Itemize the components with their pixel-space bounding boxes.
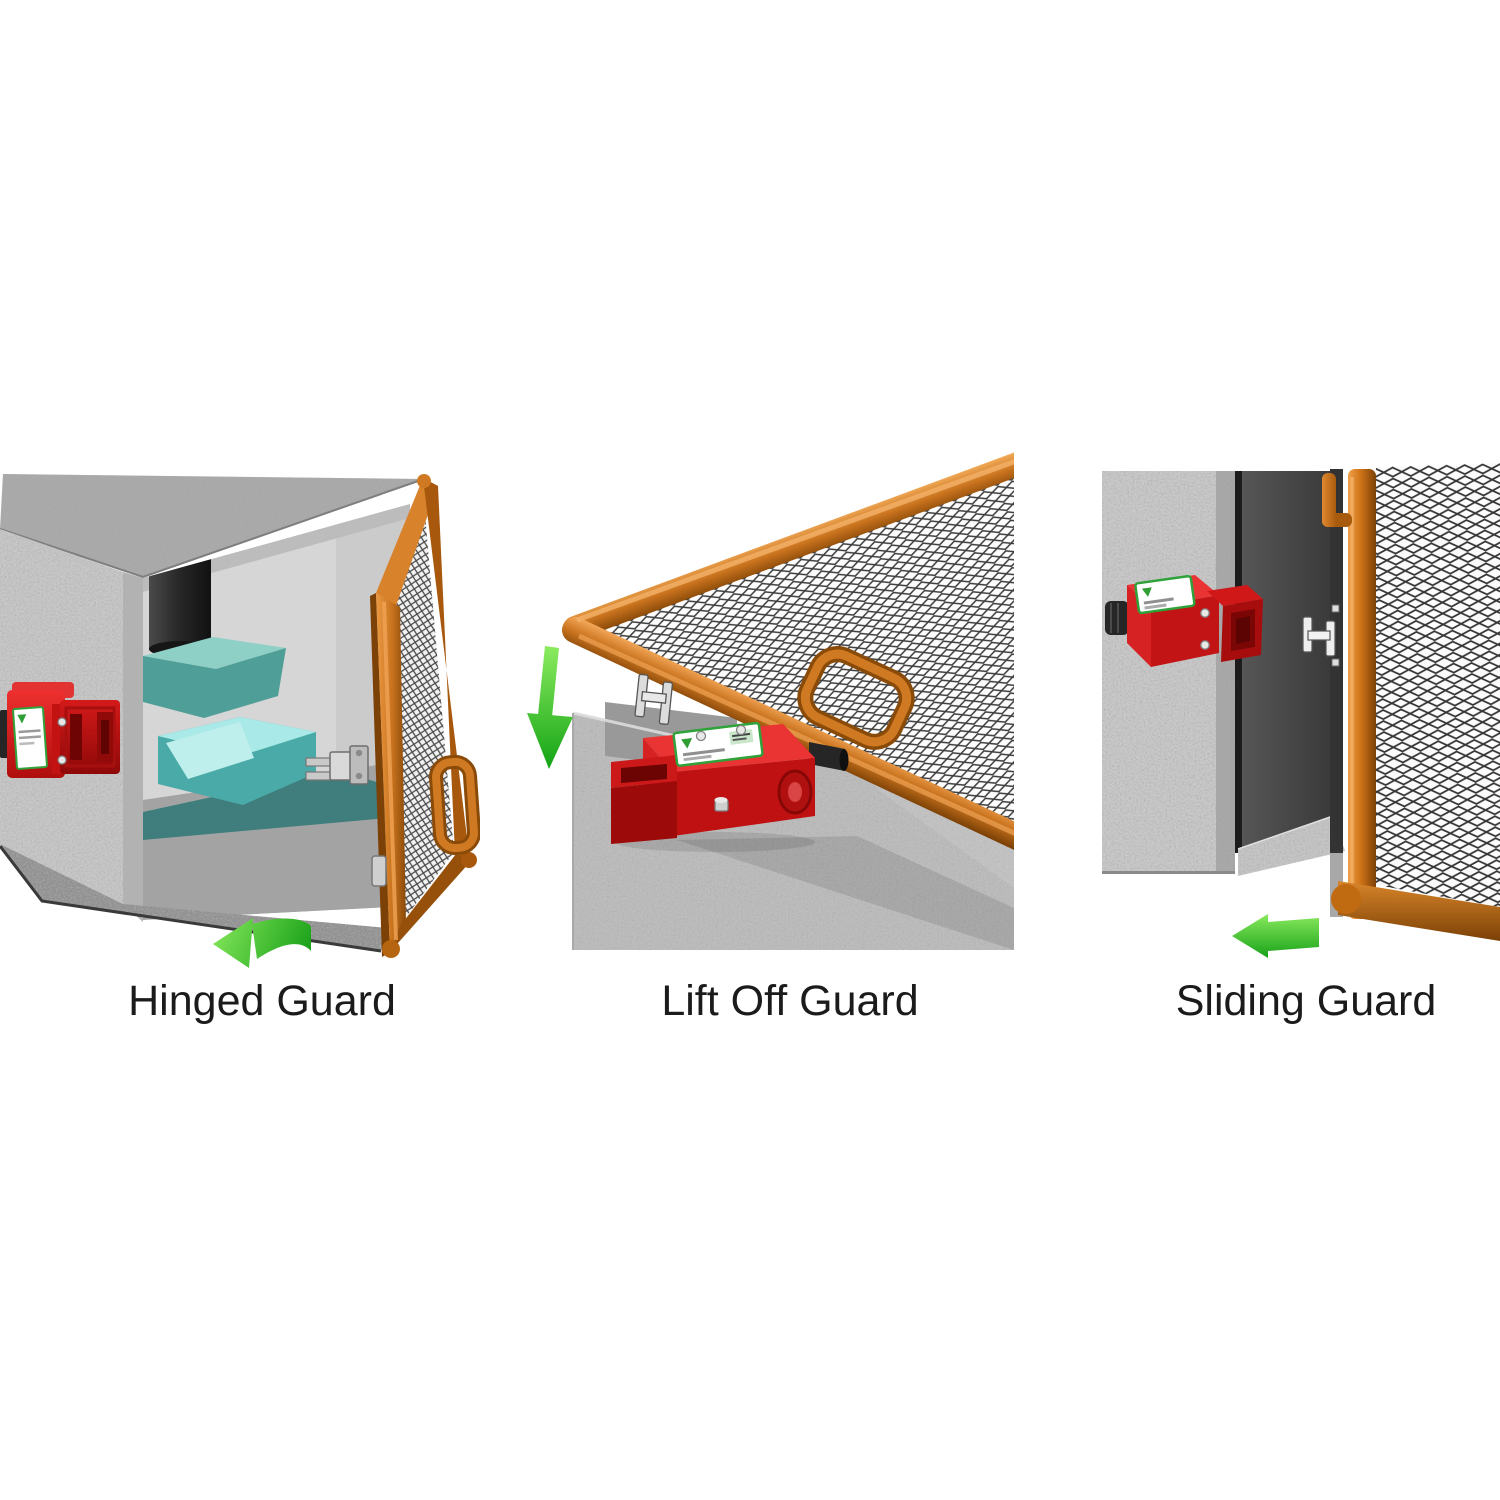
actuator-key xyxy=(1302,604,1340,667)
press-machine xyxy=(143,504,410,920)
caption-sliding-guard: Sliding Guard xyxy=(1175,977,1437,1025)
guard-lid xyxy=(562,452,1014,850)
door-handle xyxy=(429,754,480,856)
wall xyxy=(1102,471,1235,874)
workpiece xyxy=(158,717,316,805)
upper-die xyxy=(143,637,286,718)
door-mesh xyxy=(1376,463,1500,907)
actuator-key xyxy=(634,673,674,725)
safety-interlock-switch xyxy=(0,682,120,778)
safety-interlock-switch xyxy=(1105,574,1263,667)
lower-die xyxy=(143,770,410,840)
cable-gland xyxy=(0,710,9,758)
arrow-down-icon xyxy=(527,646,573,769)
mesh-door xyxy=(305,474,480,958)
floor-sill xyxy=(1238,816,1345,876)
lid-mesh xyxy=(575,465,1014,834)
door-handle xyxy=(1322,473,1352,527)
idem-label xyxy=(12,706,48,770)
curved-arrow-left-icon xyxy=(213,918,311,968)
actuator-slot xyxy=(621,764,667,783)
caption-lift-off-guard: Lift Off Guard xyxy=(661,977,919,1025)
enclosure-box xyxy=(0,474,425,953)
arrow-left-icon xyxy=(1232,914,1319,958)
actuator-slot xyxy=(70,714,82,760)
lift-off-guard-illustration xyxy=(527,452,1014,950)
cable-gland xyxy=(809,742,845,771)
sliding-mesh-door xyxy=(1322,463,1500,941)
hinge-bracket xyxy=(305,745,369,785)
hinged-guard-illustration xyxy=(0,474,480,968)
safety-interlock-switch xyxy=(611,721,849,852)
lift-handle xyxy=(797,646,915,750)
doorway-opening xyxy=(1235,469,1345,917)
idem-label xyxy=(1134,574,1196,615)
sliding-guard-illustration xyxy=(1102,463,1500,958)
lower-hinge xyxy=(371,855,387,887)
caption-hinged-guard: Hinged Guard xyxy=(128,977,396,1025)
